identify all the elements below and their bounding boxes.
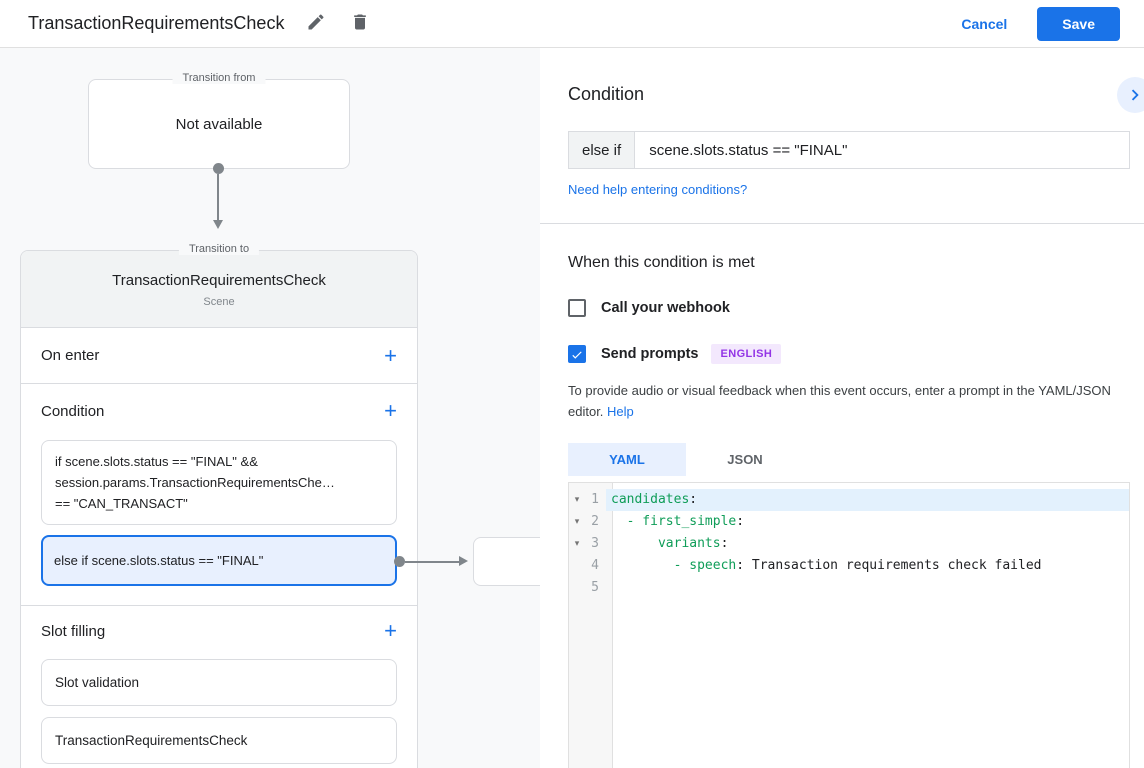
transition-from-box: Transition from Not available [88, 72, 350, 169]
code-line-content: variants: [657, 535, 729, 551]
slot-item[interactable]: TransactionRequirementsCheck [41, 717, 397, 764]
editor-line[interactable]: 5 [569, 577, 1129, 599]
condition-header-row: Condition + [21, 384, 417, 438]
tab-json[interactable]: JSON [686, 442, 804, 476]
send-prompts-label: Send prompts [601, 346, 699, 362]
transition-to-label: Transition to [178, 243, 260, 255]
when-condition-heading: When this condition is met [568, 254, 755, 271]
condition-item[interactable]: if scene.slots.status == "FINAL" && sess… [41, 440, 397, 525]
fold-spacer [569, 577, 585, 599]
condition-detail-panel: Condition else if Need help entering con… [540, 48, 1144, 768]
code-line-content: - first_simple: [626, 513, 745, 529]
topbar-left: TransactionRequirementsCheck [28, 12, 372, 36]
line-number: 5 [591, 579, 599, 595]
condition-section-label: Condition [41, 402, 105, 420]
editor-line[interactable]: ▾ 2 - first_simple: [569, 511, 1129, 533]
cancel-button[interactable]: Cancel [961, 15, 1008, 32]
chevron-right-icon [1131, 89, 1139, 101]
scene-card-subtitle: Scene [203, 296, 235, 308]
fold-arrow-icon[interactable]: ▾ [574, 538, 580, 549]
add-on-enter-button[interactable]: + [384, 342, 397, 368]
line-number: 1 [591, 491, 599, 507]
topbar-actions: Cancel Save [961, 6, 1120, 41]
code-line-content: candidates: [606, 488, 1129, 511]
add-slot-button[interactable]: + [384, 618, 397, 643]
tab-yaml[interactable]: YAML [568, 442, 686, 476]
editor-line[interactable]: ▾ 3 variants: [569, 533, 1129, 555]
delete-scene-button[interactable] [348, 12, 372, 36]
prompt-description-text: To provide audio or visual feedback when… [568, 383, 1111, 419]
page-title: TransactionRequirementsCheck [28, 13, 285, 33]
conditions-help-link[interactable]: Need help entering conditions? [568, 182, 748, 197]
fold-spacer [569, 555, 585, 577]
condition-expression-input[interactable] [635, 132, 1129, 168]
main-split: Transition from Not available Transition… [0, 48, 1144, 768]
condition-input-group: else if [568, 131, 1130, 169]
language-badge: ENGLISH [711, 344, 782, 364]
editor-gutter [569, 482, 613, 768]
condition-connector-line [405, 561, 461, 563]
fold-arrow-icon[interactable]: ▾ [574, 516, 580, 527]
slot-filling-label: Slot filling [41, 622, 106, 640]
transition-to-card: Transition to TransactionRequirementsChe… [20, 243, 418, 768]
connector-dot [213, 163, 224, 174]
editor-line[interactable]: ▾ 1 candidates: [569, 488, 1129, 511]
condition-panel-heading: Condition [568, 84, 645, 104]
edit-scene-button[interactable] [304, 12, 328, 36]
yaml-editor-lines: ▾ 1 candidates: ▾ 2 - first_simple: ▾ 3 varian… [569, 483, 1129, 599]
line-number: 2 [591, 513, 599, 529]
condition-section: Condition + if scene.slots.status == "FI… [21, 384, 417, 606]
prompt-description: To provide audio or visual feedback when… [568, 381, 1130, 423]
code-line-content: - speech: Transaction requirements check… [673, 557, 1042, 573]
slot-filling-header-row: Slot filling + [21, 606, 417, 656]
scene-card-header[interactable]: TransactionRequirementsCheck Scene [21, 251, 417, 328]
webhook-row: Call your webhook [568, 299, 1144, 317]
transition-from-text: Not available [175, 115, 263, 133]
collapse-panel-button[interactable] [1117, 77, 1144, 113]
call-webhook-checkbox[interactable] [568, 299, 586, 317]
condition-item-selected[interactable]: else if scene.slots.status == "FINAL" [41, 535, 397, 586]
else-if-prefix: else if [569, 132, 636, 168]
yaml-editor[interactable]: ▾ 1 candidates: ▾ 2 - first_simple: ▾ 3 varian… [568, 481, 1130, 768]
flow-canvas: Transition from Not available Transition… [0, 48, 540, 768]
transition-target-box[interactable] [473, 537, 540, 586]
send-prompts-checkbox[interactable] [568, 345, 586, 363]
fold-arrow-icon[interactable]: ▾ [574, 494, 580, 505]
add-condition-button[interactable]: + [384, 398, 397, 423]
topbar: TransactionRequirementsCheck Cancel Save [0, 0, 1144, 48]
help-link[interactable]: Help [607, 403, 634, 419]
pencil-icon [308, 14, 324, 30]
save-button[interactable]: Save [1037, 6, 1120, 41]
on-enter-label: On enter [41, 347, 100, 364]
checkmark-icon [572, 350, 582, 359]
editor-tabs: YAML JSON [568, 442, 1144, 476]
slot-item[interactable]: Slot validation [41, 659, 397, 706]
send-prompts-row: Send prompts ENGLISH [568, 344, 1144, 364]
condition-connector-dot [394, 556, 405, 567]
panel-divider [540, 223, 1144, 224]
call-webhook-label: Call your webhook [601, 300, 730, 316]
transition-from-label: Transition from [172, 72, 266, 84]
line-number: 3 [591, 535, 599, 551]
code-line-content [606, 577, 1129, 599]
trash-icon [354, 14, 367, 30]
arrow-right-icon [459, 556, 468, 566]
on-enter-row: On enter + [21, 328, 417, 384]
line-number: 4 [591, 557, 599, 573]
connector-line [217, 174, 219, 221]
editor-line[interactable]: 4 - speech: Transaction requirements che… [569, 555, 1129, 577]
arrow-down-icon [213, 220, 223, 229]
slot-filling-section: Slot filling + Slot validation Transacti… [21, 606, 417, 764]
scene-card-title: TransactionRequirementsCheck [112, 272, 326, 289]
